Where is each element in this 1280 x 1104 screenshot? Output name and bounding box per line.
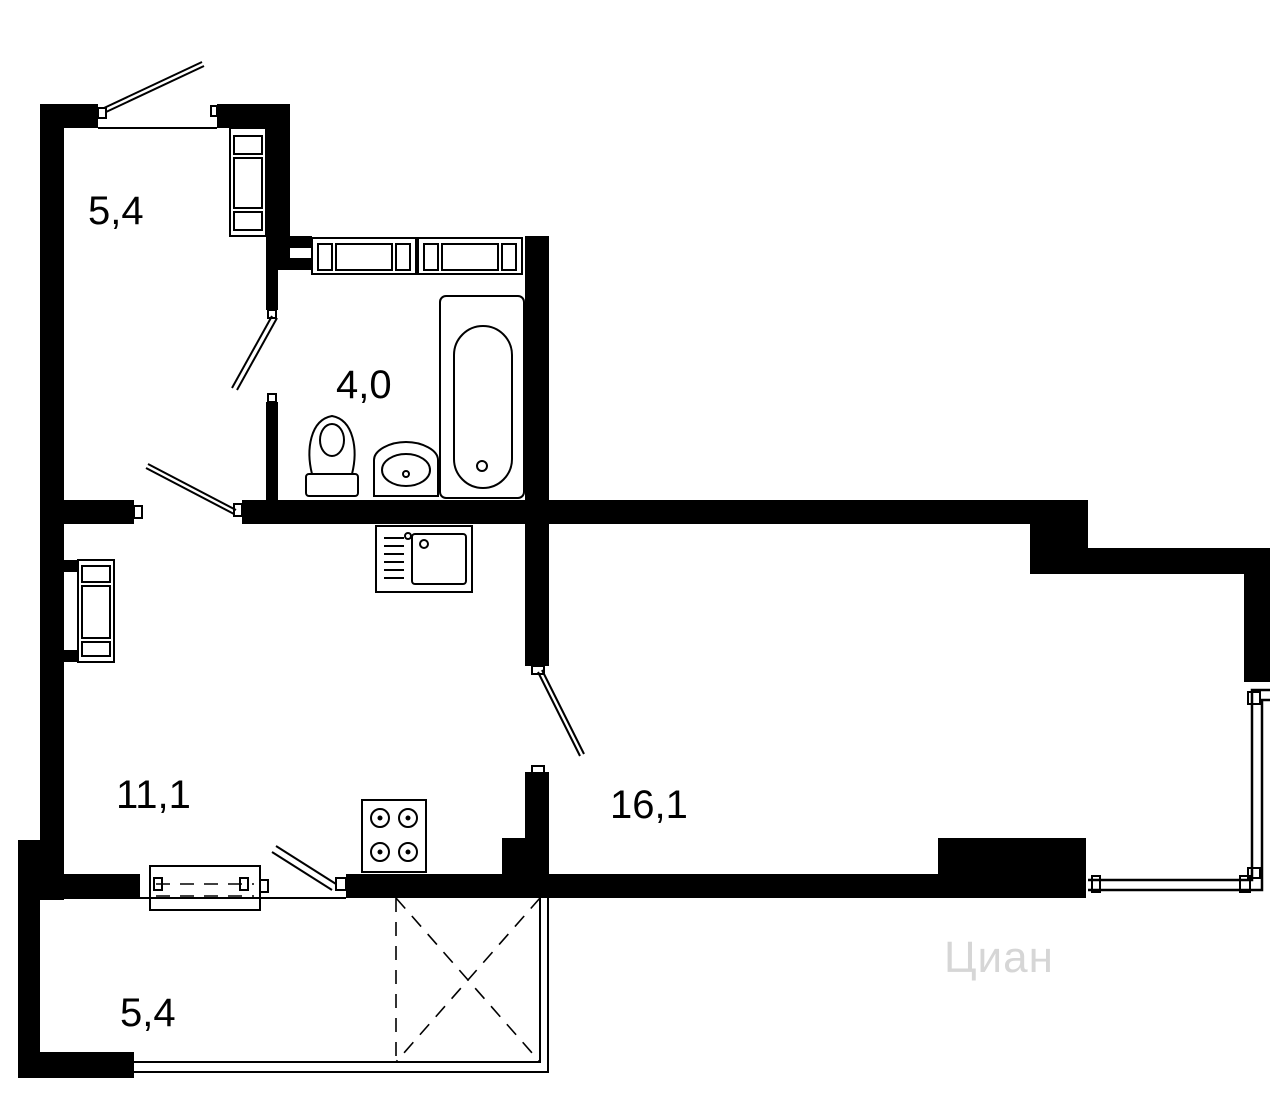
radiator-icon xyxy=(311,237,417,275)
toilet-icon xyxy=(305,414,359,497)
kitchen-sink-icon xyxy=(375,525,473,593)
room-area-kitchen: 11,1 xyxy=(116,773,191,817)
radiator-icon xyxy=(229,127,267,237)
washbasin-icon xyxy=(373,440,439,497)
watermark-text: Циан xyxy=(944,933,1054,982)
room-area-bathroom: 4,0 xyxy=(336,363,392,407)
door-icon xyxy=(231,309,278,403)
room-area-living-room: 16,1 xyxy=(610,783,688,827)
room-area-balcony: 5,4 xyxy=(120,991,176,1035)
bathtub-icon xyxy=(439,295,525,499)
window-icon xyxy=(149,865,261,911)
thin-lines xyxy=(64,127,549,1073)
stove-icon xyxy=(361,799,427,873)
door-icon xyxy=(97,61,218,119)
room-area-hallway: 5,4 xyxy=(88,189,144,233)
door-icon xyxy=(133,463,243,519)
walls xyxy=(18,104,1270,1078)
door-icon xyxy=(531,665,585,775)
door-icon xyxy=(259,845,347,893)
window-icon xyxy=(1088,688,1270,893)
radiator-icon xyxy=(417,237,523,275)
radiator-icon xyxy=(77,559,115,663)
